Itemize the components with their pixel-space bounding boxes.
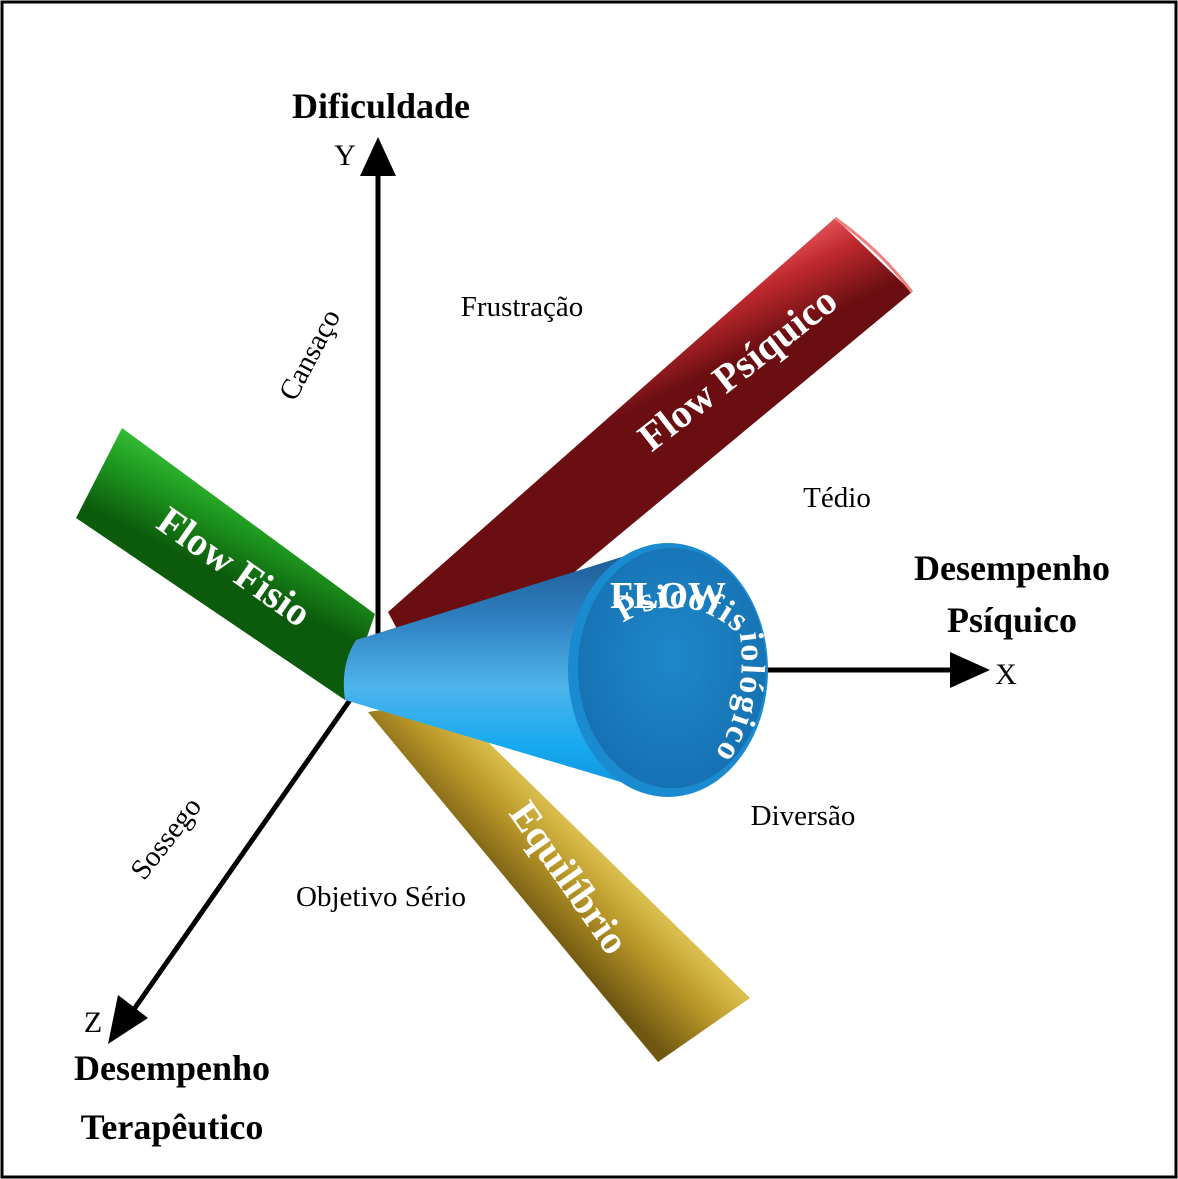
zone-frustracao: Frustração <box>461 291 583 323</box>
zone-objetivo-serio: Objetivo Sério <box>296 881 466 913</box>
y-axis-letter: Y <box>334 139 356 172</box>
z-axis-title-line2: Terapêutico <box>81 1107 264 1147</box>
x-axis-title-line1: Desempenho <box>914 548 1110 588</box>
band-flow-psiquico <box>388 216 914 692</box>
zone-diversao: Diversão <box>751 800 856 832</box>
x-axis-letter: X <box>995 658 1017 691</box>
cone-flow-psicofisiologico <box>343 543 768 797</box>
band-equilibrio <box>368 700 750 1062</box>
z-axis-line <box>127 698 353 1017</box>
z-axis-title-line1: Desempenho <box>74 1048 270 1088</box>
band-flow-fisio <box>76 428 375 700</box>
z-axis-letter: Z <box>84 1006 102 1039</box>
x-axis-arrowhead <box>950 652 990 688</box>
cone-title: FLOW <box>610 575 726 617</box>
z-axis-arrowhead <box>108 995 148 1044</box>
y-axis-title: Dificuldade <box>292 86 470 126</box>
zone-tedio: Tédio <box>803 482 871 514</box>
x-axis-title-line2: Psíquico <box>947 600 1077 640</box>
y-axis-arrowhead <box>360 137 396 176</box>
